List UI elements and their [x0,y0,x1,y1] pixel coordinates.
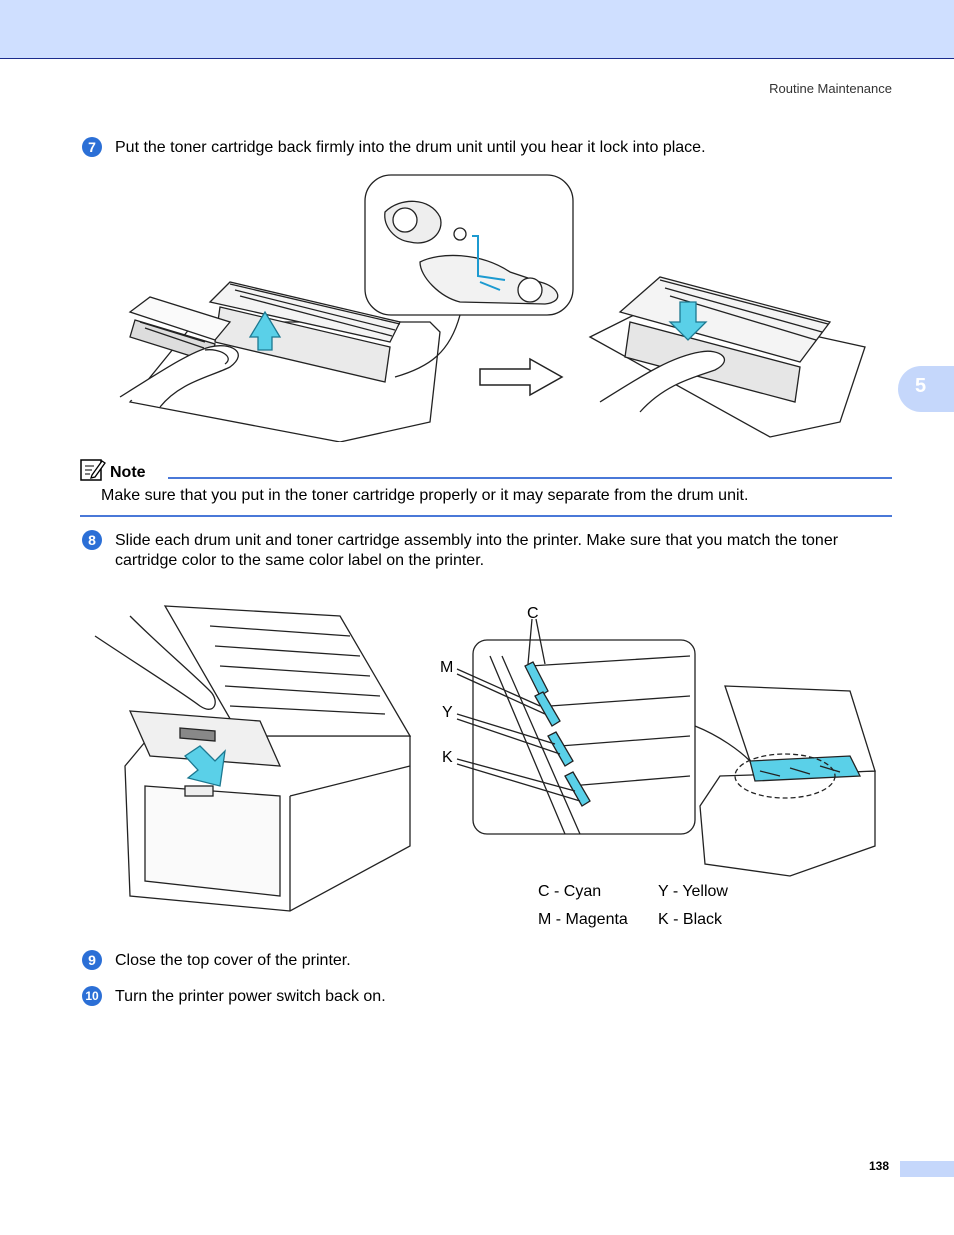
callout-y: Y [442,704,453,721]
drum-unit-left [208,281,401,343]
printer-right-top-cover [724,685,876,777]
hand-left [119,345,239,408]
page-number-bar [900,1161,954,1177]
insert-arrow-right [668,301,708,341]
drum-toner-assembly-right [618,276,832,363]
legend-black: K - Black [658,911,723,928]
note-top-rule [168,477,892,479]
note-pencil-icon [80,459,106,481]
callout-m: M [440,659,453,676]
step-9-badge: 9 [82,950,102,970]
step-9-text: Close the top cover of the printer. [115,952,351,969]
chapter-tab[interactable]: 5 [898,366,954,412]
transition-arrow [479,357,564,397]
note-text: Make sure that you put in the toner cart… [101,487,749,504]
step-7-text: Put the toner cartridge back firmly into… [115,139,706,156]
insert-arrow-left [248,310,282,351]
step-8-text-line1: Slide each drum unit and toner cartridge… [115,532,839,549]
hand-figure2 [94,615,216,710]
step-10-text: Turn the printer power switch back on. [115,988,386,1005]
running-head: Routine Maintenance [769,81,892,96]
legend-cyan: C - Cyan [538,883,602,900]
step-7-badge: 7 [82,137,102,157]
figure-printer-drum-install: C M Y K [94,605,876,912]
detail-focus-ellipse [734,753,836,799]
printer-right-body [699,770,876,877]
note-bottom-rule [80,515,892,517]
hand-right [599,350,725,413]
step-8-badge: 8 [82,530,102,550]
insert-arrow-figure2 [184,745,226,787]
toner-cartridge-left [128,296,232,341]
figure-toner-into-drum [119,174,866,442]
legend-yellow: Y - Yellow [658,883,728,900]
chapter-tab-number: 5 [915,375,927,397]
callout-c: C [527,605,539,622]
step-8-text-line2: cartridge color to the same color label … [115,552,485,569]
top-header-band [0,0,954,59]
page-number: 138 [869,1159,890,1173]
callout-k: K [442,749,453,766]
note-label: Note [110,464,146,481]
legend-magenta: M - Magenta [538,911,628,928]
step-10-badge: 10 [82,986,102,1006]
